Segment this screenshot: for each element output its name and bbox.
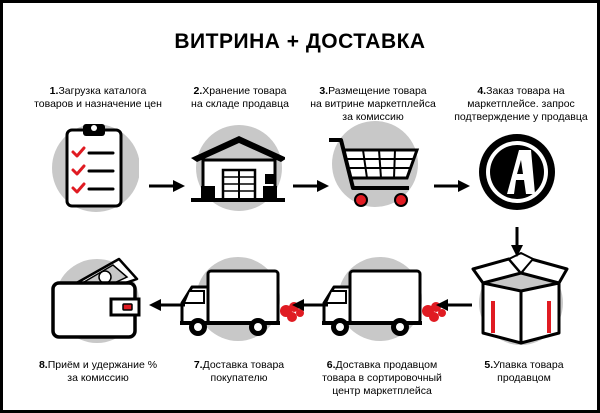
step-7-label: 7.Доставка товара покупателю xyxy=(193,359,285,384)
step-4-label: 4.Заказ товара на маркетплейсе. запрос п… xyxy=(454,85,588,123)
diagram-title: ВИТРИНА + ДОСТАВКА xyxy=(174,30,426,53)
arrow-left-icon xyxy=(292,299,328,311)
step-8-label: 8.Приём и удержание % за комиссию xyxy=(38,359,158,384)
arrow-right-icon xyxy=(293,180,329,192)
arrow-right-icon xyxy=(149,180,185,192)
shopping-cart-icon xyxy=(329,121,420,207)
step-3-label: 3.Размещение товара на витрине маркетпле… xyxy=(310,85,436,123)
wallet-icon xyxy=(51,257,141,343)
step-5-label: 5.Упавка товара продавцом xyxy=(484,359,564,384)
step-1-label: 1.Загрузка каталога товаров и назначение… xyxy=(34,85,162,110)
delivery-truck-icon xyxy=(322,257,446,341)
step-2-label: 2.Хранение товара на складе продавца xyxy=(191,85,289,110)
step-6-label: 6.Доставка продавцом товара в сортировоч… xyxy=(322,359,442,397)
delivery-truck-icon xyxy=(180,257,304,341)
arrow-left-icon xyxy=(436,299,472,311)
warehouse-icon xyxy=(191,125,285,211)
arrow-right-icon xyxy=(434,180,470,192)
clipboard-checklist-icon xyxy=(52,124,139,212)
marketplace-logo-icon xyxy=(479,134,555,210)
arrow-down-icon xyxy=(511,227,523,257)
open-box-icon xyxy=(471,252,569,345)
arrow-left-icon xyxy=(149,299,185,311)
